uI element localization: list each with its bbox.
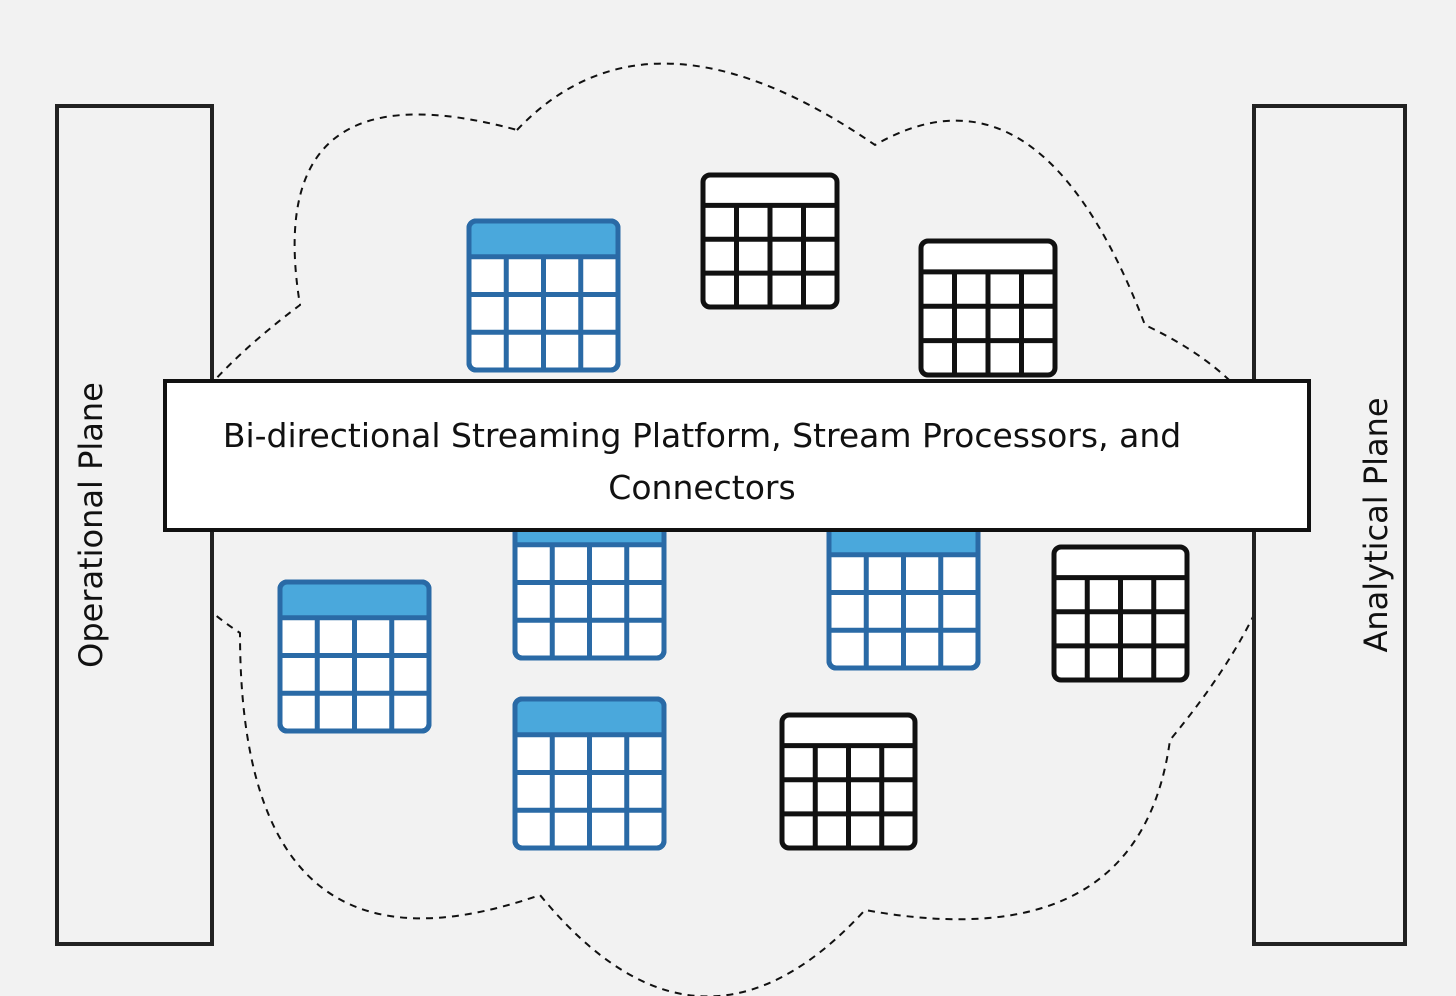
analytical-plane — [1252, 104, 1407, 946]
blue-table-icon — [512, 696, 667, 851]
black-table-icon — [700, 172, 840, 310]
streaming-platform-label: Bi-directional Streaming Platform, Strea… — [222, 416, 1182, 507]
black-table-icon — [779, 712, 918, 851]
analytical-plane-label: Analytical Plane — [1357, 397, 1395, 653]
blue-table-icon — [466, 218, 621, 373]
blue-table-icon — [826, 516, 981, 671]
blue-table-icon — [277, 579, 432, 734]
tables-layer — [277, 172, 1190, 851]
black-table-icon — [918, 238, 1058, 378]
streaming-platform-box: Bi-directional Streaming Platform, Strea… — [163, 379, 1311, 532]
black-table-icon — [1051, 544, 1190, 683]
operational-plane-label: Operational Plane — [72, 382, 110, 668]
blue-table-icon — [512, 506, 667, 661]
cloud-outline — [152, 62, 1286, 996]
